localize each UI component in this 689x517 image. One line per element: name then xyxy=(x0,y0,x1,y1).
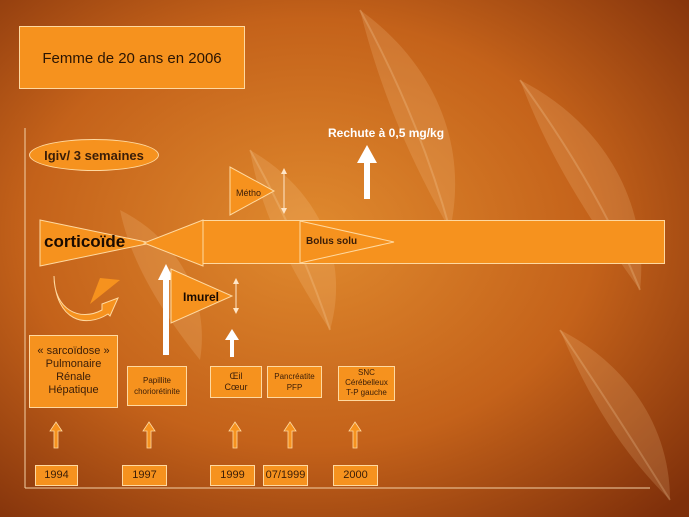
metho-triangle xyxy=(229,166,287,216)
year-07-1999: 07/1999 xyxy=(263,465,308,486)
event-line: Cérébelleux xyxy=(345,378,388,387)
igiv-label: Igiv/ 3 semaines xyxy=(29,139,159,171)
page-title: Femme de 20 ans en 2006 xyxy=(19,26,245,89)
event-line: Papillite xyxy=(142,376,171,385)
year-1994: 1994 xyxy=(35,465,78,486)
event-line: « sarcoïdose » xyxy=(37,345,110,357)
year-1997: 1997 xyxy=(122,465,167,486)
event-sarcoidose: « sarcoïdose » Pulmonaire Rénale Hépatiq… xyxy=(29,335,118,408)
papillite-to-corticoide-arrow-icon xyxy=(158,264,174,355)
event-line: Cœur xyxy=(224,382,248,392)
year-2000: 2000 xyxy=(333,465,378,486)
event-oeil-coeur: Œil Cœur xyxy=(210,366,262,398)
year-arrow-icon xyxy=(283,421,297,449)
event-pancreatite: Pancréatite PFP xyxy=(267,366,322,398)
event-line: SNC xyxy=(358,368,375,377)
event-line: Pulmonaire xyxy=(45,358,102,370)
event-line: Pancréatite xyxy=(274,372,315,381)
relapse-label: Rechute à 0,5 mg/kg xyxy=(328,126,445,140)
oeil-arrow-icon xyxy=(225,329,239,357)
corticoide-triangles xyxy=(39,219,204,267)
event-line: Œil xyxy=(229,371,243,381)
year-arrow-icon xyxy=(228,421,242,449)
metho-label: Métho xyxy=(236,188,262,198)
event-line: Rénale xyxy=(56,371,91,383)
event-line: Hépatique xyxy=(48,384,99,396)
curved-arrow-icon xyxy=(53,275,120,322)
event-papillite: Papillite choriorétinite xyxy=(127,366,187,406)
year-1999: 1999 xyxy=(210,465,255,486)
bolus-label: Bolus solu xyxy=(306,236,358,247)
corticoide-bar xyxy=(202,220,665,264)
event-line: T-P gauche xyxy=(346,388,387,397)
event-line: choriorétinite xyxy=(134,387,180,396)
bolus-triangle xyxy=(299,220,395,264)
year-arrow-icon xyxy=(142,421,156,449)
imurel-label: Imurel xyxy=(183,290,220,304)
imurel-triangle xyxy=(170,268,239,324)
relapse-arrow-icon xyxy=(357,145,377,199)
corticoide-label: corticoïde xyxy=(44,232,126,251)
year-arrow-icon xyxy=(348,421,362,449)
event-line: PFP xyxy=(286,383,303,392)
event-snc: SNC Cérébelleux T-P gauche xyxy=(338,366,395,401)
year-arrow-icon xyxy=(49,421,63,449)
